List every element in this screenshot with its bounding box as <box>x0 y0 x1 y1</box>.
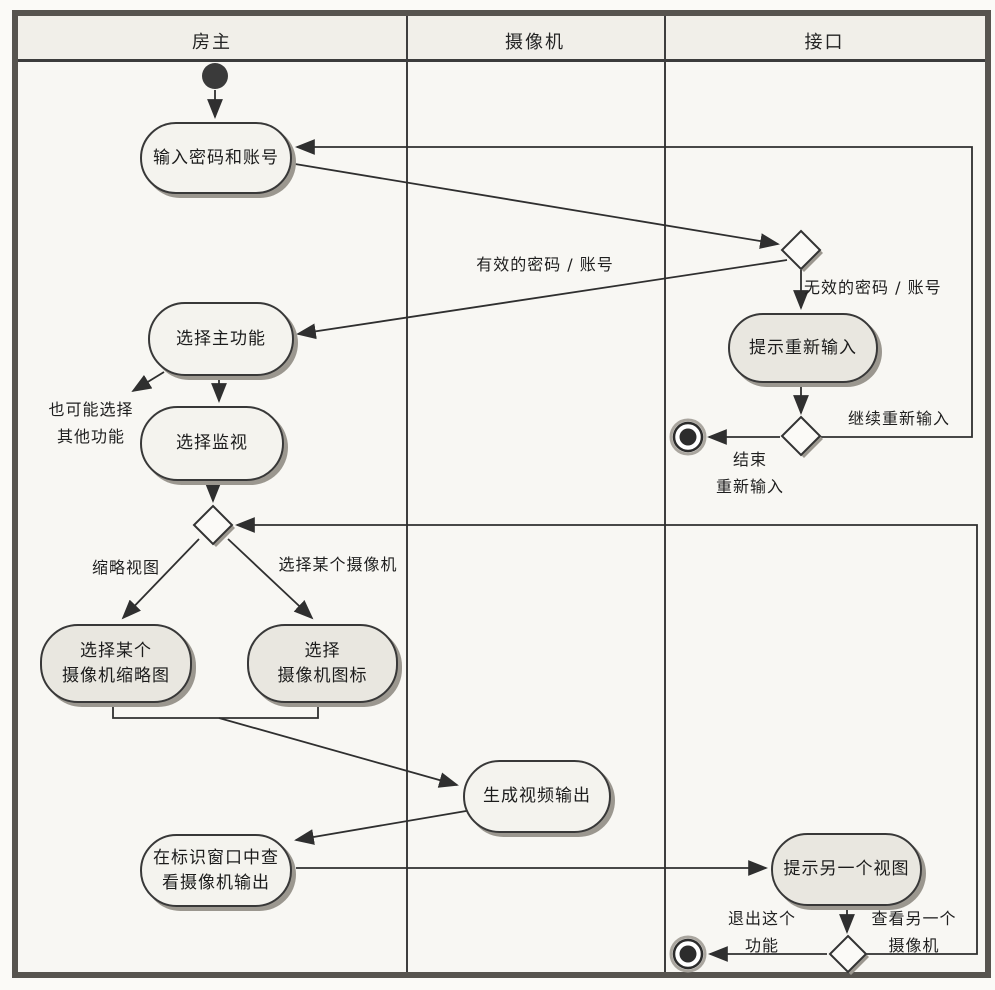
activity-select-monitor: 选择监视 <box>140 406 284 481</box>
lane-divider-2 <box>664 16 666 972</box>
activity-select-thumbnail: 选择某个 摄像机缩略图 <box>40 624 192 703</box>
label-select-camera: 选择某个摄像机 <box>278 555 398 574</box>
activity-enter-password: 输入密码和账号 <box>140 122 292 194</box>
label-continue-reenter: 继续重新输入 <box>847 409 950 428</box>
final-node-reenter <box>671 420 705 454</box>
edge-loop-continue-reenter <box>295 139 972 437</box>
edge-generate-video-to-view-output <box>294 810 472 845</box>
lane-title-camera: 摄像机 <box>505 32 565 53</box>
lane-title-homeowner: 房主 <box>192 32 232 53</box>
activity-select-icon: 选择 摄像机图标 <box>247 624 398 703</box>
label-valid-password: 有效的密码 / 账号 <box>476 255 614 274</box>
edge-decision2-to-select-thumbnail <box>121 539 199 620</box>
final-node-exit <box>671 937 705 971</box>
label-exit-function: 退出这个 功能 <box>727 909 796 956</box>
edge-decision2-to-select-icon <box>228 539 314 620</box>
decision-view-mode <box>194 506 235 547</box>
activity-view-output: 在标识窗口中查 看摄像机输出 <box>140 834 292 907</box>
swimlane-header <box>18 16 985 62</box>
label-end-reenter: 结束 重新输入 <box>715 450 784 497</box>
lane-title-interface: 接口 <box>804 32 845 53</box>
label-invalid-password: 无效的密码 / 账号 <box>804 278 942 297</box>
label-maybe-other-functions: 也可能选择 其他功能 <box>48 400 134 447</box>
lane-divider-1 <box>406 16 408 972</box>
decision-reenter <box>782 417 823 458</box>
activity-generate-video: 生成视频输出 <box>463 760 611 833</box>
edge-loop-view-another <box>235 517 977 954</box>
activity-prompt-reenter: 提示重新输入 <box>728 313 878 383</box>
label-view-another: 查看另一个 摄像机 <box>871 909 957 956</box>
edge-valid-to-select-main <box>296 260 787 340</box>
edge-merge-to-generate-video <box>219 718 459 788</box>
edge-enter-password-to-decision1 <box>295 164 780 249</box>
activity-select-main: 选择主功能 <box>148 302 294 376</box>
decision-password-check <box>782 231 823 272</box>
edge-note-other-functions <box>131 372 164 393</box>
edge-merge-connector <box>113 703 318 718</box>
decision-exit-or-another <box>830 936 869 975</box>
activity-prompt-another-view: 提示另一个视图 <box>771 833 922 906</box>
label-thumbnail-view: 缩略视图 <box>91 558 160 577</box>
start-node <box>202 63 228 89</box>
